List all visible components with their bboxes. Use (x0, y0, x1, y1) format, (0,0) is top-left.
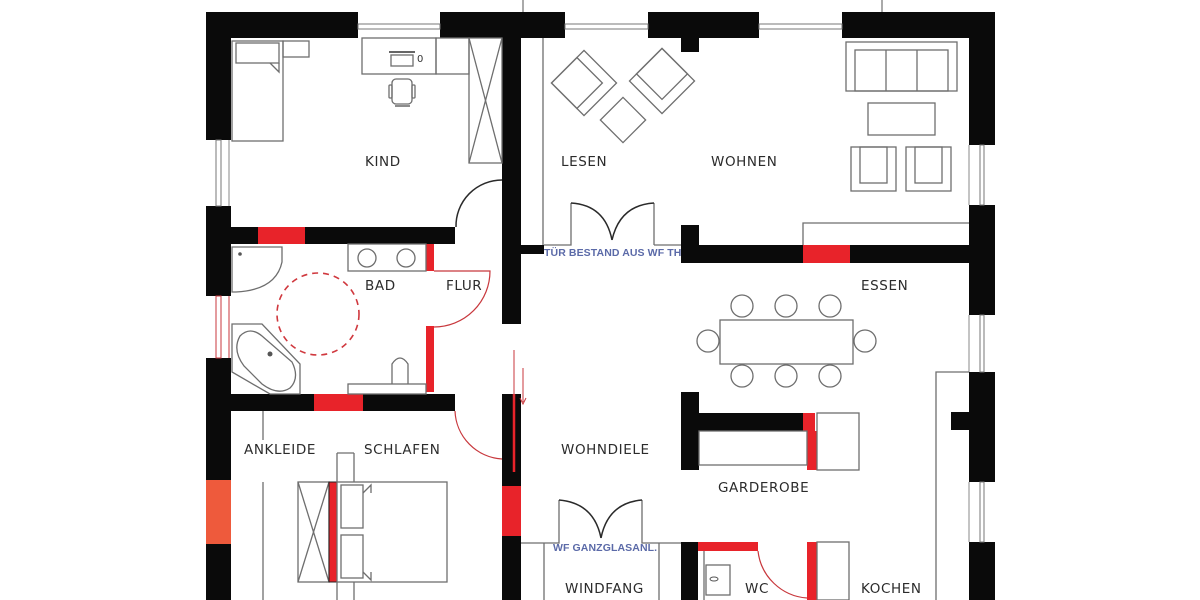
exterior-walls (206, 12, 995, 600)
furniture (231, 37, 969, 600)
annotation-glass-door: WF GANZGLASANL. (553, 542, 658, 554)
interior-walls (231, 38, 969, 600)
room-label-kind: KIND (365, 154, 401, 170)
room-label-wc: WC (745, 581, 769, 597)
room-label-garderobe: GARDEROBE (718, 480, 810, 496)
annotation-door-existing: TÜR BESTAND AUS WF TH (544, 247, 682, 259)
room-label-windfang: WINDFANG (565, 581, 644, 597)
room-label-wohndiele: WOHNDIELE (561, 442, 650, 458)
windows (215, 23, 985, 543)
desk-mark: 0 (417, 54, 424, 65)
room-label-ankleide: ANKLEIDE (244, 442, 316, 458)
room-label-essen: ESSEN (861, 278, 909, 294)
room-label-flur: FLUR (446, 278, 483, 294)
room-label-kochen: KOCHEN (861, 581, 922, 597)
room-label-bad: BAD (365, 278, 396, 294)
room-label-lesen: LESEN (561, 154, 608, 170)
room-label-schlafen: SCHLAFEN (364, 442, 441, 458)
room-label-wohnen: WOHNEN (711, 154, 778, 170)
